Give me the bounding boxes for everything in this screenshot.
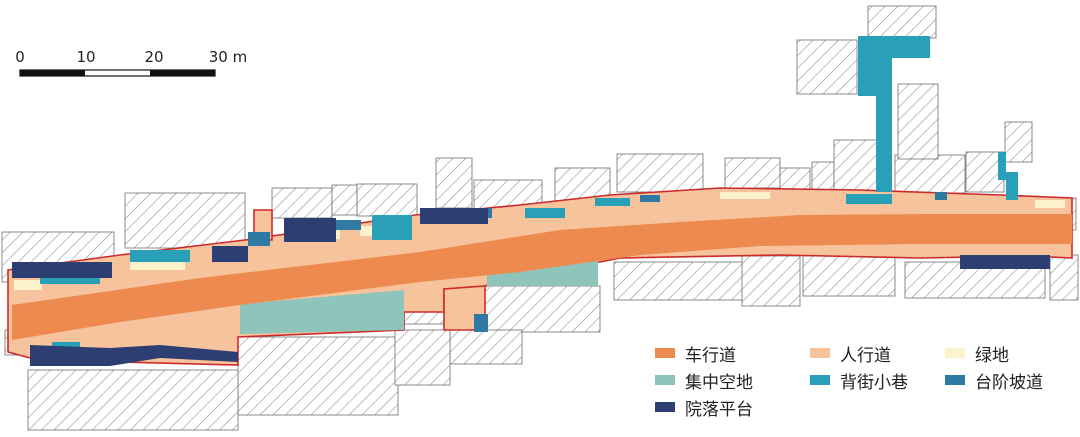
legend-item-open-space: 集中空地 <box>655 367 753 393</box>
scale-bar <box>19 69 216 77</box>
building <box>1049 254 1079 301</box>
step-ramp <box>640 195 660 202</box>
open-space <box>240 290 404 334</box>
green-space <box>14 280 42 290</box>
legend-item-courtyard: 院落平台 <box>655 394 753 420</box>
building <box>833 139 879 196</box>
green-space <box>720 192 770 199</box>
green-space <box>1035 200 1065 208</box>
legend-swatch <box>945 375 965 385</box>
legend-item-carriageway: 车行道 <box>655 340 736 366</box>
legend-label: 绿地 <box>975 345 1009 366</box>
legend-item-steps: 台阶坡道 <box>945 367 1043 393</box>
open-space <box>487 258 598 286</box>
scale-bar-segment <box>150 70 215 76</box>
courtyard-platforms <box>12 208 1050 366</box>
building <box>1004 121 1033 163</box>
map-legend: 车行道 人行道 绿地 集中空地 背街小巷 台阶坡道 院落平台 <box>655 340 1075 430</box>
building <box>124 192 246 249</box>
legend-swatch <box>655 375 675 385</box>
back-alley <box>998 152 1018 200</box>
legend-swatch <box>655 402 675 412</box>
building <box>779 167 811 191</box>
legend-label: 台阶坡道 <box>975 372 1043 393</box>
building <box>616 153 704 193</box>
building <box>484 285 601 333</box>
building <box>811 161 835 193</box>
legend-swatch <box>810 348 830 358</box>
building <box>796 39 858 95</box>
building <box>741 255 801 307</box>
open-spaces <box>240 258 598 334</box>
building <box>435 157 473 209</box>
legend-swatch <box>655 348 675 358</box>
building <box>867 5 937 39</box>
step-ramp <box>248 232 270 246</box>
courtyard-platform <box>30 345 238 366</box>
legend-label: 车行道 <box>685 345 736 366</box>
scale-bar-segment <box>20 70 85 76</box>
back-alley <box>372 215 412 240</box>
building <box>27 369 239 431</box>
courtyard-platform <box>12 262 112 278</box>
building <box>965 151 1005 193</box>
scale-tick-10: 10 <box>76 48 96 66</box>
building <box>237 336 399 416</box>
step-ramp <box>335 220 361 230</box>
legend-label: 人行道 <box>840 345 891 366</box>
legend-item-back-alley: 背街小巷 <box>810 367 908 393</box>
scale-tick-20: 20 <box>144 48 164 66</box>
building <box>271 187 333 219</box>
legend-label: 背街小巷 <box>840 372 908 393</box>
back-alley <box>525 208 565 218</box>
step-ramp <box>474 314 488 332</box>
courtyard-platform <box>212 246 248 262</box>
back-alley <box>858 36 930 192</box>
step-ramp <box>935 192 947 200</box>
legend-swatch <box>945 348 965 358</box>
building <box>894 154 966 194</box>
carriageway <box>12 214 1072 340</box>
building <box>449 329 523 365</box>
legend-label: 集中空地 <box>685 372 753 393</box>
legend-item-green: 绿地 <box>945 340 1009 366</box>
building <box>897 83 939 160</box>
green-space <box>130 262 185 270</box>
courtyard-platform <box>284 218 336 242</box>
courtyard-platform <box>960 255 1050 269</box>
scale-tick-30: 30 m <box>208 48 248 66</box>
legend-label: 院落平台 <box>685 399 753 420</box>
legend-swatch <box>810 375 830 385</box>
buildings <box>1 5 1079 431</box>
back-alley <box>846 194 892 204</box>
building <box>394 329 451 386</box>
legend-item-sidewalk: 人行道 <box>810 340 891 366</box>
building <box>613 261 745 301</box>
building <box>802 255 896 297</box>
back-alley <box>595 198 630 206</box>
building <box>724 157 781 189</box>
building <box>356 183 418 217</box>
scale-tick-0: 0 <box>15 48 25 66</box>
green-space <box>360 226 382 236</box>
building <box>331 184 358 216</box>
courtyard-platform <box>420 208 488 224</box>
back-alley <box>130 250 190 262</box>
